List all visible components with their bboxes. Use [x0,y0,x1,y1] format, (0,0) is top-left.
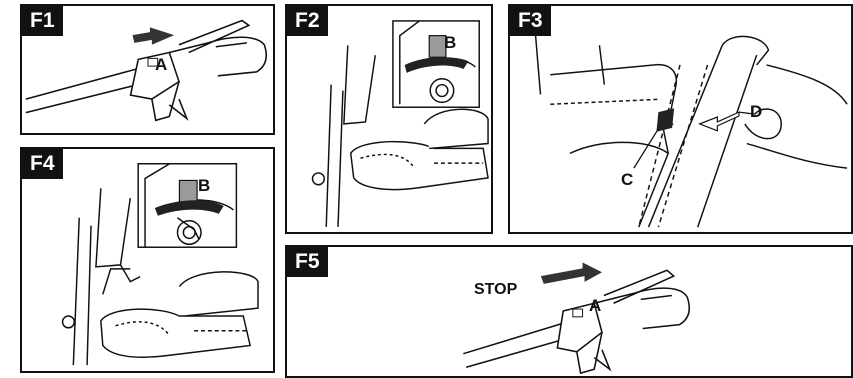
callout-a: A [155,56,167,73]
callout-b: B [198,177,210,194]
stop-label: STOP [474,282,517,298]
choke-lever-illustration [510,6,851,232]
figure-label: F3 [510,6,551,36]
callout-b: B [444,34,456,51]
callout-d: D [750,103,762,120]
figure-label: F5 [287,247,328,277]
throttle-handle-illustration [287,247,851,376]
figure-label: F4 [22,149,63,179]
callout-c: C [621,171,633,188]
carburetor-knob-illustration [287,6,491,232]
carburetor-knob-illustration [22,149,273,371]
figure-f3: F3 D C [508,4,853,234]
figure-label: F2 [287,6,328,36]
figure-label: F1 [22,6,63,36]
figure-f1: F1 A [20,4,275,135]
figure-f2: F2 B [285,4,493,234]
figure-f5: F5 STOP A [285,245,853,378]
figure-f4: F4 B [20,147,275,373]
callout-a: A [589,297,601,314]
